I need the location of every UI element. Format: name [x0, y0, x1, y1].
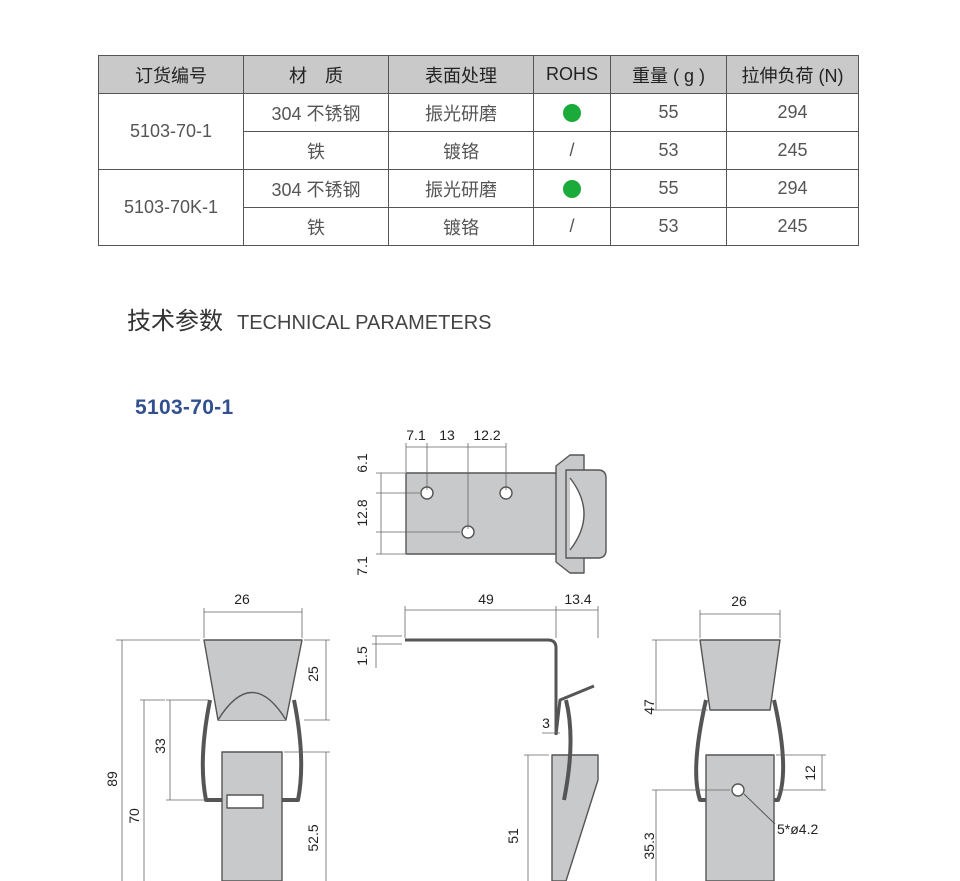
- table-row: 5103-70-1 304 不锈钢 振光研磨 55 294: [98, 93, 859, 170]
- side-view: [405, 638, 599, 881]
- side-plate: [405, 638, 558, 735]
- header-load: 拉伸负荷 (N): [726, 55, 859, 94]
- rear-body: [705, 754, 775, 881]
- dim-label: 35.3: [641, 832, 657, 859]
- dim-label: 12.2: [473, 427, 500, 443]
- order-no-cell: 5103-70-1: [98, 93, 244, 170]
- material-cell: 304 不锈钢: [243, 169, 389, 208]
- dim-label: 7.1: [354, 556, 370, 576]
- dim-label: 70: [126, 808, 142, 824]
- load-cell: 245: [726, 207, 859, 246]
- dim-label: 7.1: [406, 427, 426, 443]
- finish-cell: 镀铬: [388, 131, 534, 170]
- top-curve: [569, 477, 585, 551]
- brand-badge: [226, 794, 264, 809]
- rohs-compliant-dot: [563, 180, 581, 199]
- dim-label: 6.1: [354, 453, 370, 473]
- dim-label: 51: [505, 828, 521, 844]
- dim-label: 33: [152, 738, 168, 754]
- dim-label: 25: [305, 666, 321, 682]
- material-cell: 铁: [243, 207, 389, 246]
- rear-base: [699, 639, 781, 711]
- weight-cell: 53: [610, 207, 727, 246]
- side-clip: [554, 684, 595, 736]
- model-title: 5103-70-1: [135, 396, 234, 419]
- table-row: 铁 镀铬 / 53 245: [99, 131, 859, 170]
- side-body: [551, 754, 599, 881]
- top-plate: [405, 472, 559, 555]
- dim-label: 12.8: [354, 499, 370, 526]
- weight-cell: 55: [610, 93, 727, 132]
- section-title: 技术参数 TECHNICAL PARAMETERS: [127, 301, 491, 336]
- section-title-cn: 技术参数: [127, 308, 223, 335]
- table-row: 铁 镀铬 / 53 245: [99, 207, 859, 246]
- dim-label: 3: [542, 715, 550, 731]
- material-cell: 304 不锈钢: [243, 93, 389, 132]
- weight-cell: 53: [610, 131, 727, 170]
- dim-label: 47: [641, 699, 657, 715]
- dim-label: 26: [731, 593, 747, 609]
- load-cell: 294: [726, 93, 859, 132]
- finish-cell: 振光研磨: [388, 93, 534, 132]
- front-lever: [221, 751, 283, 881]
- rohs-cell: /: [533, 207, 611, 246]
- dim-label: 1.5: [354, 646, 370, 666]
- load-cell: 294: [726, 169, 859, 208]
- spec-table: 订货编号 材 质 表面处理 ROHS 重量 ( g ) 拉伸负荷 (N) 510…: [98, 55, 859, 246]
- rear-hole: [731, 783, 745, 797]
- top-view: [405, 454, 607, 574]
- table-header-row: 订货编号 材 质 表面处理 ROHS 重量 ( g ) 拉伸负荷 (N): [98, 55, 859, 94]
- dim-label: 89: [104, 771, 120, 787]
- finish-cell: 镀铬: [388, 207, 534, 246]
- dim-label: 13.4: [564, 591, 591, 607]
- dim-label: 12: [802, 765, 818, 781]
- rohs-cell: [533, 169, 611, 208]
- hole-leader: [743, 793, 776, 825]
- dim-label: 13: [439, 427, 455, 443]
- rohs-compliant-dot: [563, 104, 581, 123]
- dim-label: 52.5: [305, 824, 321, 851]
- header-weight: 重量 ( g ): [610, 55, 727, 94]
- side-hook: [562, 699, 573, 801]
- section-title-en: TECHNICAL PARAMETERS: [237, 312, 492, 334]
- front-view: [200, 639, 304, 881]
- header-order-no: 订货编号: [98, 55, 244, 94]
- rear-view: [694, 639, 786, 881]
- dim-label: 26: [234, 591, 250, 607]
- dim-label: 49: [478, 591, 494, 607]
- hole-spec-label: 5*ø4.2: [777, 821, 818, 837]
- front-dome: [217, 692, 287, 721]
- material-cell: 铁: [243, 131, 389, 170]
